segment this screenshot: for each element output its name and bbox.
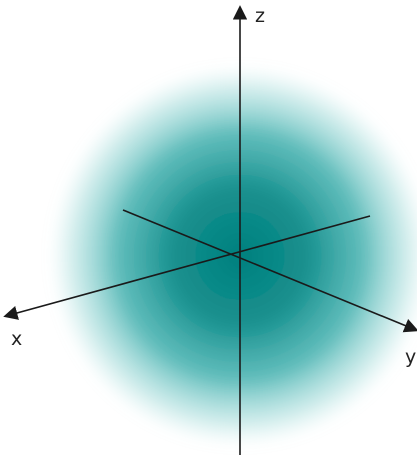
y-axis-label: y <box>405 346 416 368</box>
x-axis-label: x <box>11 328 22 350</box>
z-axis-label: z <box>255 5 265 27</box>
